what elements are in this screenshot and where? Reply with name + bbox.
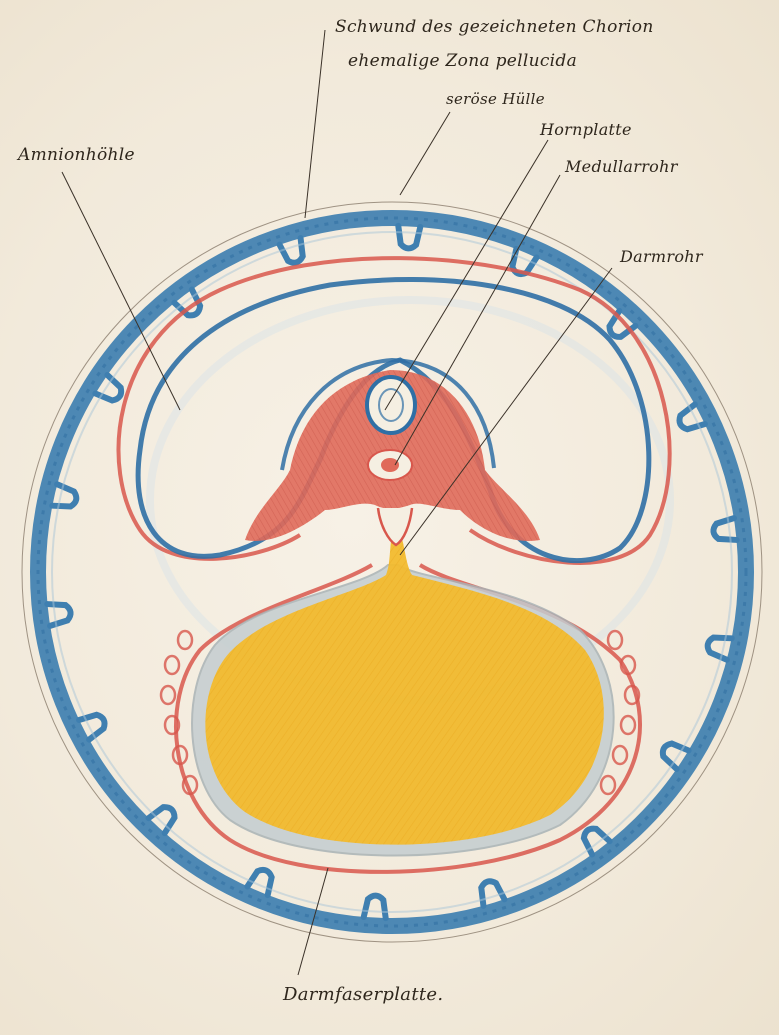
label-amnion-cavity: Amnionhöhle bbox=[16, 145, 135, 165]
label-gut-fiber-plate: Darmfaserplatte. bbox=[282, 984, 443, 1005]
label-chorion-line1: Schwund des gezeichneten Chorion bbox=[335, 17, 654, 37]
label-medullary-tube: Medullarrohr bbox=[564, 157, 679, 176]
medullary-tube bbox=[367, 377, 415, 433]
chorion-villus bbox=[47, 604, 70, 626]
vessel-bead bbox=[178, 631, 192, 649]
chorion-villus bbox=[713, 518, 736, 540]
notochord bbox=[368, 450, 412, 480]
vessel-bead bbox=[621, 716, 635, 734]
vessel-bead bbox=[601, 776, 615, 794]
vessel-bead bbox=[608, 631, 622, 649]
label-chorion-line2: ehemalige Zona pellucida bbox=[348, 51, 577, 71]
vessel-bead bbox=[165, 656, 179, 674]
chorion-villus bbox=[364, 896, 386, 919]
yolk-sac bbox=[205, 520, 603, 845]
label-serosa: seröse Hülle bbox=[446, 90, 545, 108]
label-gut-tube: Darmrohr bbox=[619, 247, 704, 266]
label-horny-plate: Hornplatte bbox=[539, 120, 632, 139]
chorion-villus bbox=[398, 226, 420, 249]
vessel-bead bbox=[613, 746, 627, 764]
gut-tube-channel bbox=[378, 508, 412, 545]
vessel-bead bbox=[161, 686, 175, 704]
